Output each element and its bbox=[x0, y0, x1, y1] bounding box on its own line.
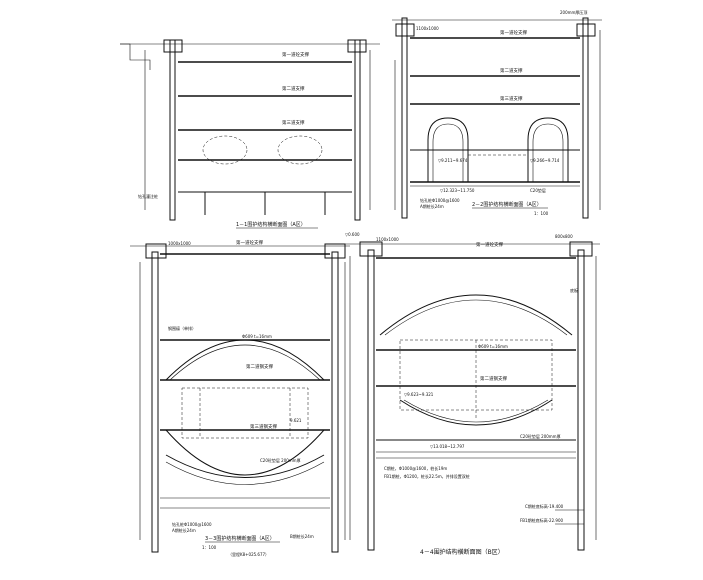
s4-slab-label: 底板 bbox=[570, 287, 578, 293]
s3-level-mid: 9.621 bbox=[290, 418, 302, 423]
s4-top-left: 1100x1000 bbox=[376, 237, 399, 242]
s2-level-1: ▽9.211~9.674 bbox=[438, 158, 468, 163]
s3-subtitle: （里程K8+025.677） bbox=[228, 551, 269, 557]
s3-pile-spec: 钻孔桩Φ1000@1600 bbox=[172, 521, 212, 527]
s3-strut-third-label: 第三道钢支撑 bbox=[250, 423, 277, 430]
s4-steel-pipe: Φ609 t=16mm bbox=[478, 344, 508, 349]
s4-note-pile-2: FB1期桩，Φ1200，桩长22.5m，并排设置双桩 bbox=[384, 473, 470, 479]
section-4-4: 1100x1000 800x800 ▽0.600 第一道砼支撑 Φ609 t=1… bbox=[345, 232, 600, 556]
s3-pile-len: A期桩长24m bbox=[172, 527, 196, 533]
s4-note-concrete: C20砼垫层 200mm厚 bbox=[520, 433, 561, 439]
s1-pile-note: 钻孔灌注桩 bbox=[138, 193, 158, 199]
s3-title: 3－3围护结构横断面图（A区） bbox=[205, 535, 275, 542]
s4-top-right: 800x800 bbox=[555, 234, 573, 239]
s2-concrete: C20垫层 bbox=[530, 187, 546, 193]
section-2-2: 1100x1000 200mm厚压顶 第一道砼支撑 第二道支撑 第三道支撑 ▽9… bbox=[392, 10, 602, 219]
s2-struts bbox=[410, 37, 580, 183]
s1-struts bbox=[178, 61, 352, 193]
s4-note-pile-1: C期桩，Φ1000@1600，桩长19m bbox=[384, 465, 447, 471]
s2-strut-third-label: 第三道支撑 bbox=[500, 95, 523, 102]
s1-title: 1－1围护结构横断面图（A区） bbox=[236, 221, 306, 228]
section-1-1: 第一道砼支撑 第二道支撑 第三道支撑 钻孔灌注桩 1－1围护结构横断面图（A区） bbox=[120, 39, 380, 229]
s3-top-beam: 1000x1000 bbox=[168, 241, 191, 246]
s4-level-b: ▽13.018~12.797 bbox=[430, 444, 465, 449]
s4-level-d: FB1期桩底标高-22.900 bbox=[520, 517, 563, 523]
s3-strut-first-label: 第一道砼支撑 bbox=[236, 239, 263, 246]
s2-top-beam: 1100x1000 bbox=[416, 26, 439, 31]
s4-title: 4－4围护结构横断面图（B区） bbox=[420, 548, 504, 556]
s3-strut-second-label: 第二道钢支撑 bbox=[246, 363, 273, 370]
s2-base-level: ▽12.323~11.750 bbox=[440, 188, 475, 193]
s2-pile-spec: 钻孔桩Φ1000@1600 bbox=[420, 197, 460, 203]
s3-steel-pipe: Φ609 t=16mm bbox=[242, 334, 272, 339]
s3-scale: 1：100 bbox=[202, 545, 217, 550]
section-3-3: 1000x1000 第一道砼支撑 钢围檩（单排） Φ609 t=16mm 第二道… bbox=[130, 239, 350, 557]
s2-level-2: ▽9.266~9.714 bbox=[530, 158, 560, 163]
s4-level-a: ▽9.623~9.321 bbox=[404, 392, 434, 397]
s4-top-elev: ▽0.600 bbox=[345, 232, 360, 237]
s1-strut-first-label: 第一道砼支撑 bbox=[282, 51, 309, 58]
s4-strut-second-label: 第二道钢支撑 bbox=[480, 375, 507, 382]
s3-bottom-slab: C20砼垫层 200mm厚 bbox=[260, 457, 301, 463]
s1-strut-third-label: 第三道支撑 bbox=[282, 119, 305, 126]
s2-scale: 1：100 bbox=[534, 211, 549, 216]
s3-strut-label: 钢围檩（单排） bbox=[168, 325, 196, 331]
s4-level-c: C期桩底标高-19.400 bbox=[525, 503, 564, 509]
s2-pile-len: A期桩长24m bbox=[420, 203, 444, 209]
s2-cap-beam: 200mm厚压顶 bbox=[560, 10, 587, 15]
s1-strut-second-label: 第二道支撑 bbox=[282, 85, 305, 92]
s2-strut-second-label: 第二道支撑 bbox=[500, 67, 523, 74]
s2-title: 2－2围护结构横断面图（A区） bbox=[472, 201, 542, 208]
s2-strut-first-label: 第一道砼支撑 bbox=[500, 29, 527, 36]
s4-strut-first-label: 第一道砼支撑 bbox=[476, 241, 503, 248]
s3-pile-len-b: B期桩长24m bbox=[290, 533, 314, 539]
